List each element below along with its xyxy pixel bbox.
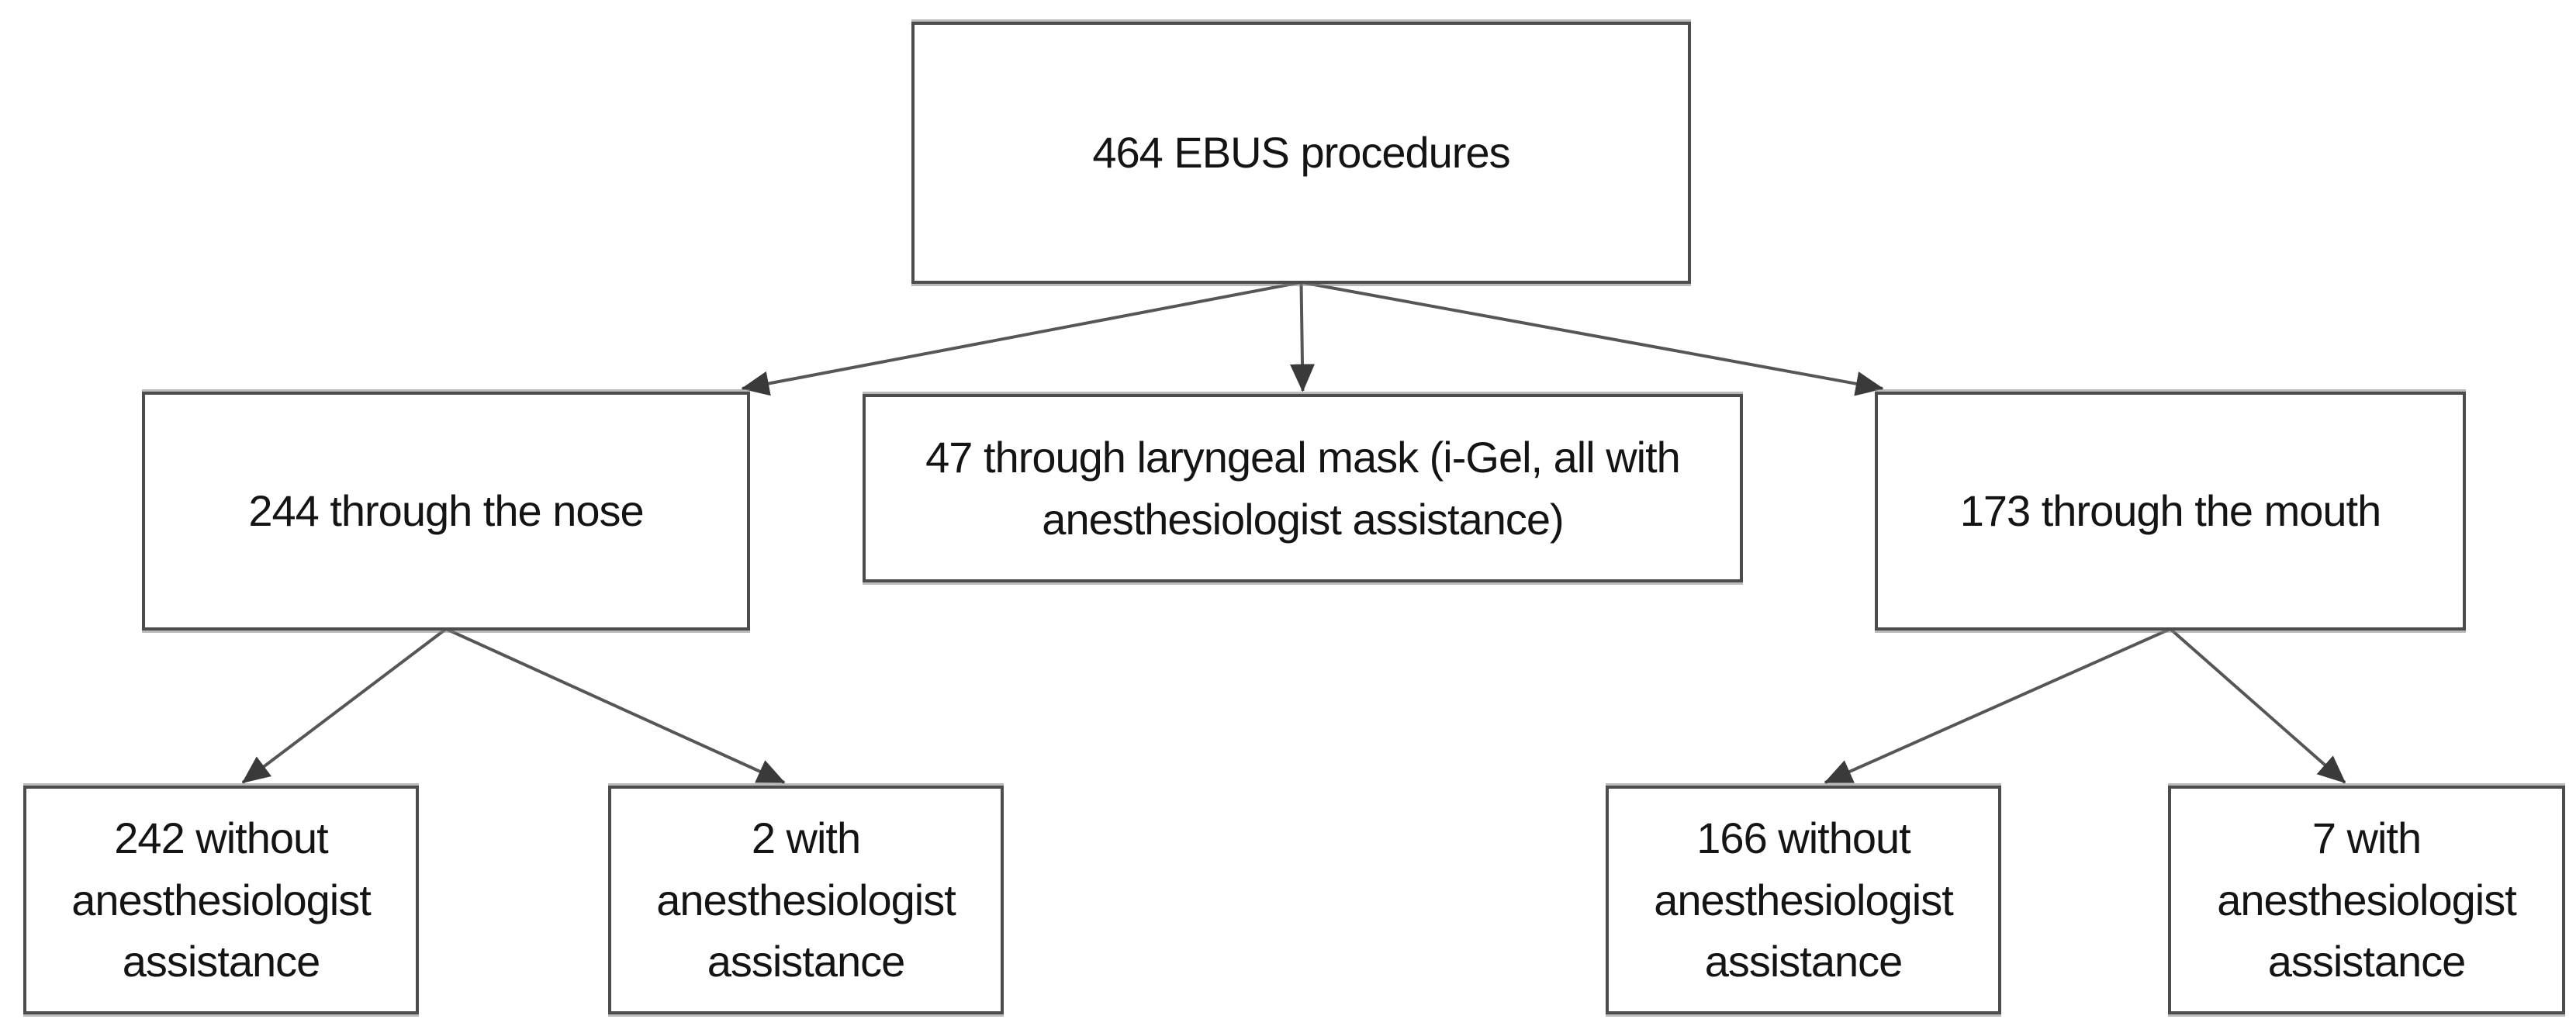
node-nose-without-anesthesiologist: 242 without anesthesiologist assistance — [23, 786, 419, 1014]
node-label: 47 through laryngeal mask (i-Gel, all wi… — [925, 432, 1681, 544]
node-label: 242 without anesthesiologist assistance — [71, 814, 372, 986]
node-through-nose: 244 through the nose — [142, 392, 750, 630]
node-total-ebus-procedures: 464 EBUS procedures — [911, 22, 1691, 284]
node-label: 7 with anesthesiologist assistance — [2217, 814, 2517, 986]
edge-root-to-mouth — [1301, 281, 1884, 396]
node-nose-with-anesthesiologist: 2 with anesthesiologist assistance — [608, 786, 1004, 1014]
edge-nose-to-nose_without — [241, 627, 448, 784]
edge-mouth-to-mouth_without — [1824, 627, 2171, 784]
node-mouth-without-anesthesiologist: 166 without anesthesiologist assistance — [1606, 786, 2001, 1014]
node-label: 244 through the nose — [248, 486, 644, 536]
edge-root-to-nose — [741, 281, 1302, 396]
edge-nose-to-nose_with — [445, 627, 786, 784]
edge-root-to-mask — [1290, 282, 1316, 392]
node-through-laryngeal-mask: 47 through laryngeal mask (i-Gel, all wi… — [863, 394, 1743, 582]
node-label: 464 EBUS procedures — [1092, 128, 1510, 178]
node-label: 166 without anesthesiologist assistance — [1654, 814, 1954, 986]
node-label: 173 through the mouth — [1959, 486, 2382, 536]
node-through-mouth: 173 through the mouth — [1875, 392, 2466, 630]
node-mouth-with-anesthesiologist: 7 with anesthesiologist assistance — [2168, 786, 2565, 1014]
edge-mouth-to-mouth_with — [2169, 627, 2346, 784]
node-label: 2 with anesthesiologist assistance — [656, 814, 956, 986]
